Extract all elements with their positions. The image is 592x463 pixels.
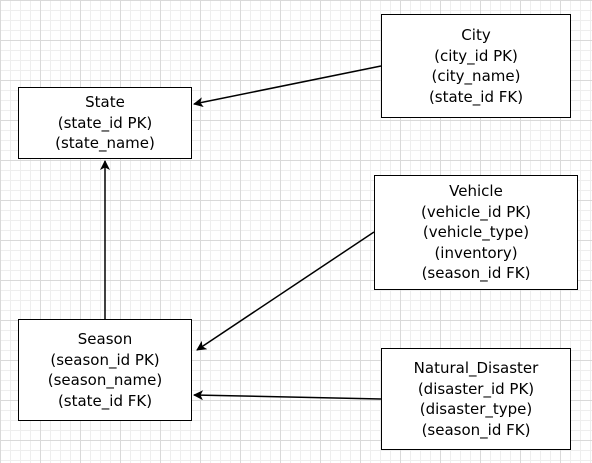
entity-natural-disaster[interactable]: Natural_Disaster (disaster_id PK) (disas…: [381, 348, 571, 450]
entity-field: (state_name): [55, 134, 155, 153]
entity-city[interactable]: City (city_id PK) (city_name) (state_id …: [381, 14, 571, 118]
entity-field: (season_id FK): [421, 420, 531, 439]
entity-field: (season_id PK): [50, 350, 160, 369]
entity-field: (state_id FK): [57, 391, 153, 410]
edge-disaster-to-season[interactable]: [193, 390, 382, 401]
entity-title: Natural_Disaster: [413, 359, 539, 377]
entity-field: (vehicle_id PK): [421, 202, 531, 221]
entity-field: (vehicle_type): [422, 223, 530, 242]
entity-field: (season_name): [47, 371, 163, 389]
entity-season[interactable]: Season (season_id PK) (season_name) (sta…: [18, 319, 192, 421]
entity-field: (state_id PK): [57, 113, 153, 132]
entity-title: Vehicle: [449, 182, 503, 201]
edge-city-to-state[interactable]: [193, 65, 382, 108]
entity-field: (city_id PK): [434, 46, 518, 65]
edge-vehicle-to-season[interactable]: [196, 231, 375, 351]
entity-vehicle[interactable]: Vehicle (vehicle_id PK) (vehicle_type) (…: [374, 175, 578, 290]
entity-state[interactable]: State (state_id PK) (state_name): [18, 87, 192, 159]
entity-title: Season: [77, 330, 133, 348]
entity-field: (disaster_type): [419, 400, 533, 418]
entity-field: (disaster_id PK): [417, 379, 535, 398]
entity-title: City: [461, 26, 491, 44]
entity-field: (inventory): [434, 243, 518, 262]
entity-field: (city_name): [431, 67, 521, 85]
entity-field: (state_id FK): [428, 87, 524, 106]
entity-title: State: [85, 93, 125, 112]
entity-field: (season_id FK): [421, 264, 531, 283]
